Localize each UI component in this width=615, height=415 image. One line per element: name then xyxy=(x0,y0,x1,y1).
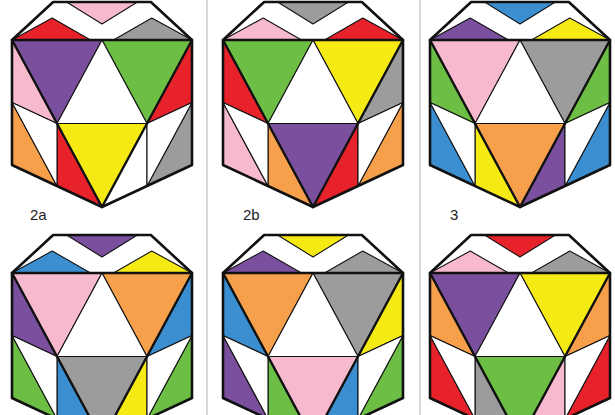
triangle-tile xyxy=(278,235,349,257)
triangle-tile xyxy=(268,40,358,124)
triangle-tile xyxy=(485,235,556,257)
triangle-tile xyxy=(12,336,57,415)
hexagon-outline xyxy=(430,2,610,207)
figure-label: 2a xyxy=(30,206,47,224)
hexagon-outline xyxy=(430,235,610,415)
solid-edge xyxy=(12,272,192,274)
triangle-tile xyxy=(57,40,147,124)
solid-edge xyxy=(430,40,520,207)
polyhedron-figure xyxy=(12,235,192,415)
triangle-tile xyxy=(475,124,565,208)
triangle-tile xyxy=(358,336,403,415)
solid-edge xyxy=(223,272,403,274)
polyhedron-figure xyxy=(223,2,403,207)
solid-edge xyxy=(102,40,192,207)
triangle-tile xyxy=(565,336,610,415)
top-face xyxy=(430,235,610,273)
triangle-tile xyxy=(313,357,358,415)
triangle-tile xyxy=(430,103,475,187)
hexagon-outline xyxy=(12,235,192,415)
hexagon-outline xyxy=(223,2,403,207)
triangle-tile xyxy=(57,124,147,208)
triangle-tile xyxy=(475,357,565,415)
solid-edge xyxy=(12,39,192,41)
triangle-tile xyxy=(268,124,358,208)
triangle-tile xyxy=(102,357,147,415)
hexagon-outline xyxy=(12,2,192,207)
triangle-tile xyxy=(520,357,565,415)
triangle-tile xyxy=(565,336,610,415)
triangle-tile xyxy=(147,336,192,415)
triangle-tile xyxy=(67,2,138,24)
triangle-tile xyxy=(223,336,268,415)
solid-edge xyxy=(223,273,313,415)
top-face xyxy=(223,2,403,40)
triangle-tile xyxy=(223,336,268,415)
triangle-tile xyxy=(223,103,268,187)
hexagon-outline xyxy=(223,235,403,415)
triangle-tile xyxy=(268,357,358,415)
solid-edge xyxy=(430,273,520,415)
triangle-tile xyxy=(278,2,349,24)
solid-edge xyxy=(520,273,610,415)
triangle-tile xyxy=(565,103,610,187)
triangle-tile xyxy=(430,336,475,415)
solid-edge xyxy=(313,40,403,207)
triangle-tile xyxy=(67,235,138,257)
triangle-tile xyxy=(475,273,565,357)
polyhedron-figure xyxy=(223,235,403,415)
polyhedron-figure xyxy=(430,2,610,207)
solid-edge xyxy=(313,273,403,415)
top-face xyxy=(223,235,403,273)
solid-edge xyxy=(12,40,102,207)
triangle-tile xyxy=(147,336,192,415)
solid-edge xyxy=(223,39,403,41)
top-face xyxy=(430,2,610,40)
triangle-tile xyxy=(12,336,57,415)
triangle-tile xyxy=(147,103,192,187)
solid-edge xyxy=(223,40,313,207)
triangle-tile xyxy=(147,103,192,187)
figure-label: 3 xyxy=(450,206,458,224)
triangle-tile xyxy=(430,103,475,187)
polyhedron-figure xyxy=(12,2,192,207)
solid-edge xyxy=(430,39,610,41)
triangle-tile xyxy=(565,103,610,187)
solid-edge xyxy=(430,272,610,274)
triangle-tile xyxy=(430,336,475,415)
solid-edge xyxy=(520,40,610,207)
triangle-tile xyxy=(475,40,565,124)
triangle-tile xyxy=(268,273,358,357)
panel-separator xyxy=(420,0,421,415)
triangle-tile xyxy=(57,357,102,415)
triangle-tile xyxy=(485,2,556,24)
triangle-tile xyxy=(358,336,403,415)
triangle-tile xyxy=(223,103,268,187)
solid-edge xyxy=(12,273,102,415)
triangle-tile xyxy=(268,357,313,415)
triangle-tile xyxy=(475,357,520,415)
triangle-tile xyxy=(12,103,57,187)
triangle-tile xyxy=(12,103,57,187)
top-face xyxy=(12,2,192,40)
triangle-tile xyxy=(57,273,147,357)
triangle-tile xyxy=(358,103,403,187)
triangle-tile xyxy=(57,357,147,415)
solid-edge xyxy=(102,273,192,415)
triangle-tile xyxy=(358,103,403,187)
figure-label: 2b xyxy=(243,206,260,224)
polyhedron-figure xyxy=(430,235,610,415)
panel-separator xyxy=(207,0,208,415)
top-face xyxy=(12,235,192,273)
